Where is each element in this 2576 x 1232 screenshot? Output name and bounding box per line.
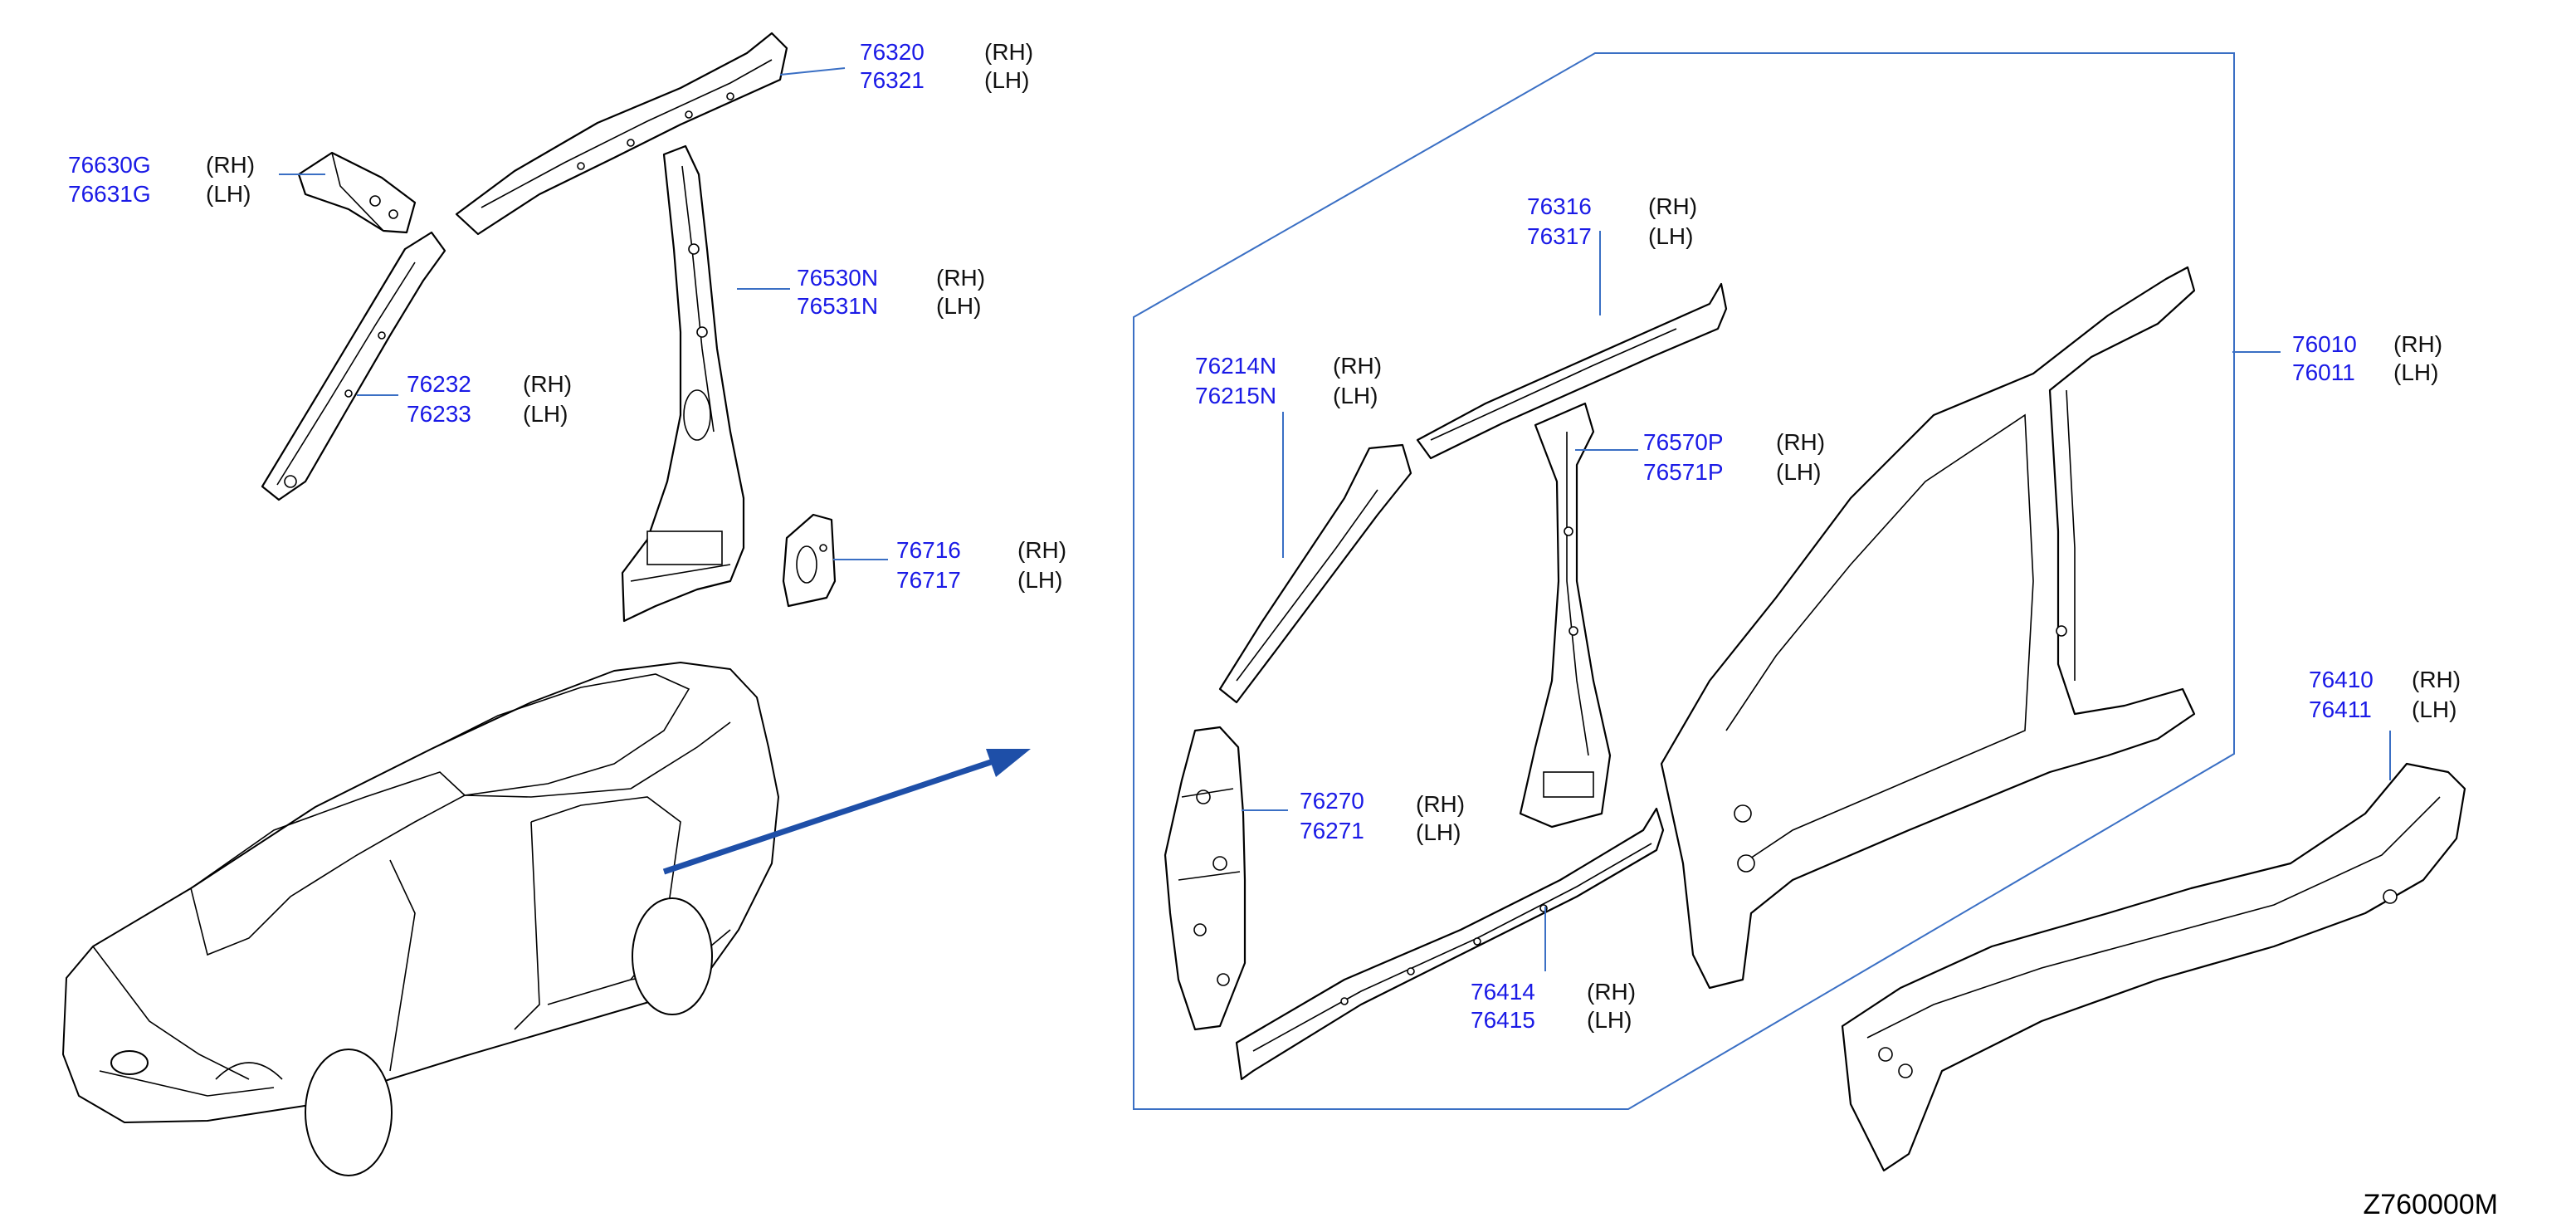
part-number-rh: 76316 [1527,193,1592,219]
side-tag-rh: (RH) [1017,537,1066,563]
assembly-frame [1133,52,2235,1110]
part-number-rh: 76716 [896,537,961,563]
side-tag-lh: (LH) [2412,697,2456,722]
side-tag-lh: (LH) [1776,459,1821,485]
part-sill-inner [1235,807,1665,1081]
part-number-lh: 76531N [797,293,878,319]
callout-front-pillar-lower: 76270 76271 (RH) (LH) [1300,788,1465,845]
side-tag-rh: (RH) [523,371,572,397]
part-number-rh: 76414 [1471,979,1535,1005]
front-wheel-outline [305,1049,393,1176]
side-tag-lh: (LH) [206,181,251,207]
part-number-lh: 76415 [1471,1007,1535,1033]
callout-front-pillar-upper: 76232 76233 (RH) (LH) [407,371,572,427]
part-body-side-outer [1660,266,2196,990]
part-pillar-gusset [782,513,837,608]
side-tag-rh: (RH) [984,39,1033,65]
side-tag-lh: (LH) [936,293,981,319]
part-number-lh: 76271 [1300,818,1364,843]
side-tag-rh: (RH) [206,152,255,178]
part-number-rh: 76630G [68,152,151,178]
overview-car-illustration [62,662,779,1176]
callout-front-pillar-inner: 76214N 76215N (RH) (LH) [1195,353,1382,408]
part-number-lh: 76631G [68,181,151,207]
part-front-pillar-inner [1218,443,1412,704]
assembly-pointer-arrow [662,749,1031,875]
part-number-rh: 76270 [1300,788,1364,814]
callout-roof-rail-inner: 76316 76317 (RH) (LH) [1527,193,1697,249]
part-number-lh: 76571P [1643,459,1724,485]
part-number-lh: 76011 [2292,359,2355,385]
grille-emblem [110,1050,149,1075]
part-number-lh: 76215N [1195,383,1276,408]
callout-pillar-gusset: 76716 76717 (RH) (LH) [896,537,1066,593]
side-tag-rh: (RH) [1776,429,1825,455]
callout-center-pillar-outer: 76530N 76531N (RH) (LH) [797,265,985,319]
callout-center-pillar-inner: 76570P 76571P (RH) (LH) [1643,429,1825,485]
part-number-rh: 76010 [2292,331,2357,357]
side-tag-lh: (LH) [2393,359,2438,385]
part-number-rh: 76214N [1195,353,1276,379]
side-tag-lh: (LH) [984,67,1029,93]
part-number-rh: 76232 [407,371,471,397]
side-tag-rh: (RH) [1416,791,1465,817]
part-center-pillar-outer [621,144,745,623]
side-tag-rh: (RH) [936,265,985,291]
leader-lines [279,67,2391,971]
side-tag-rh: (RH) [1587,979,1636,1005]
side-tag-lh: (LH) [1017,567,1062,593]
side-tag-lh: (LH) [1648,223,1693,249]
part-center-pillar-inner [1519,402,1612,829]
callout-body-side-outer: 76010 76011 (RH) (LH) [2292,331,2442,385]
side-tag-rh: (RH) [2393,331,2442,357]
rear-wheel-outline [632,897,713,1015]
part-number-rh: 76410 [2309,667,2374,692]
part-front-pillar-upper [261,231,446,501]
callout-bracket-top: 76630G 76631G (RH) (LH) [68,152,255,207]
part-number-lh: 76717 [896,567,961,593]
part-number-rh: 76530N [797,265,878,291]
callout-sill-inner: 76414 76415 (RH) (LH) [1471,979,1636,1033]
part-number-rh: 76320 [860,39,925,65]
part-number-lh: 76233 [407,401,471,427]
side-tag-rh: (RH) [1333,353,1382,379]
side-tag-lh: (LH) [1587,1007,1632,1033]
diagram-reference-code: Z760000M [2363,1189,2498,1220]
side-tag-rh: (RH) [2412,667,2461,692]
part-bracket-top [297,151,417,234]
part-sill-outer [1841,762,2466,1172]
side-tag-lh: (LH) [1333,383,1378,408]
part-number-lh: 76411 [2309,697,2372,722]
part-roof-rail-inner [1416,282,1728,460]
part-front-pillar-lower [1164,726,1247,1031]
callout-roof-rail-front: 76320 76321 (RH) (LH) [860,39,1033,93]
side-tag-lh: (LH) [1416,819,1461,845]
part-roof-rail-front [455,32,788,236]
side-tag-rh: (RH) [1648,193,1697,219]
part-number-lh: 76321 [860,67,925,93]
part-number-rh: 76570P [1643,429,1724,455]
side-tag-lh: (LH) [523,401,568,427]
part-number-lh: 76317 [1527,223,1592,249]
callout-sill-outer: 76410 76411 (RH) (LH) [2309,667,2461,722]
